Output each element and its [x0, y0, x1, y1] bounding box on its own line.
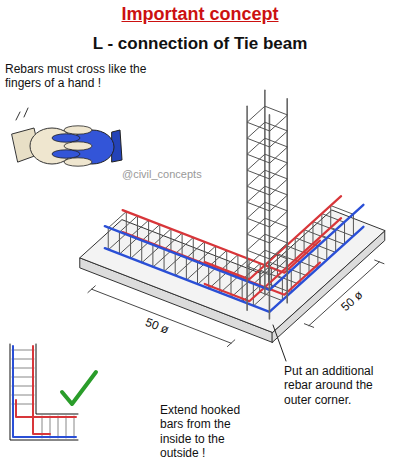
dimension-line [309, 262, 379, 326]
dimension-tick [88, 286, 95, 293]
column-stirrup [247, 202, 287, 227]
stirrup [12, 386, 34, 387]
column-bar [264, 90, 266, 294]
title: Important concept [0, 4, 400, 26]
column-stirrup [247, 170, 287, 195]
finger [64, 158, 92, 166]
stirrup [12, 350, 34, 351]
check-mark [62, 372, 96, 404]
hooked-rebar [33, 346, 50, 434]
finger [64, 142, 92, 150]
watermark: @civil_concepts [122, 168, 202, 181]
column-bar [246, 106, 248, 310]
column-stirrup [247, 186, 287, 211]
dimension-line [92, 289, 232, 343]
column-stirrup [247, 154, 287, 179]
stirrup [58, 416, 59, 438]
dimension-label: 50 ø [141, 314, 172, 337]
finger [52, 150, 80, 158]
motion-line [16, 112, 20, 120]
column-stirrup [247, 106, 287, 131]
rebar-cage [105, 196, 364, 312]
stirrup [66, 416, 67, 438]
hooked-rebar [123, 210, 320, 273]
note: Put an additional rebar around the outer… [284, 364, 394, 407]
column-cage [247, 90, 287, 319]
stirrup [12, 395, 34, 396]
column-stirrup [247, 218, 287, 243]
column-bar [269, 115, 271, 319]
dimension-tick [375, 260, 384, 264]
plan-inset [10, 344, 96, 440]
stirrup [12, 377, 34, 378]
beam-outline [10, 344, 78, 440]
dimension [88, 260, 384, 346]
column-bar [286, 99, 288, 303]
hands-icon [12, 108, 122, 166]
dimension-tick [227, 340, 234, 347]
leader-line [273, 325, 286, 361]
dimension-tick [304, 324, 313, 328]
motion-line [24, 108, 28, 117]
column-stirrup [247, 250, 287, 275]
corner-rebar [13, 346, 76, 437]
hooked-rebar [205, 218, 341, 301]
column-stirrup [247, 122, 287, 147]
dimension-label: 50 ø [337, 286, 367, 315]
stirrup [12, 368, 34, 369]
column-stirrup [247, 234, 287, 259]
subtitle: L - connection of Tie beam [0, 34, 400, 54]
hooked-rebar [16, 400, 76, 417]
stirrup [74, 416, 75, 438]
note: Extend hooked bars from the inside to th… [160, 403, 260, 461]
corner-rebar [105, 205, 364, 290]
note: Rebars must cross like the fingers of a … [5, 62, 155, 91]
finger [64, 126, 92, 134]
hooked-rebar [205, 196, 341, 279]
stirrup [12, 359, 34, 360]
column-stirrup [247, 138, 287, 163]
finger [52, 134, 80, 142]
